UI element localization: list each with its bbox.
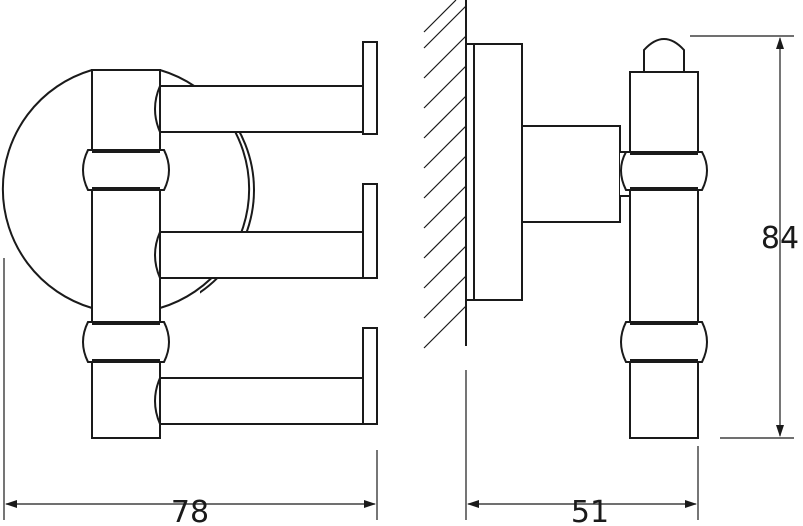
side-connector <box>521 125 621 223</box>
dim-label-height: 84 <box>761 221 799 256</box>
front-post <box>82 69 170 439</box>
dim-label-width: 78 <box>171 495 209 526</box>
dim-label-depth: 51 <box>571 495 609 526</box>
front-hook-bottom <box>157 327 378 425</box>
wall-hatching <box>423 0 467 349</box>
front-view: 78 <box>1 41 378 526</box>
front-hook-top <box>157 41 378 135</box>
front-hook-middle <box>157 183 378 279</box>
side-post <box>620 38 708 439</box>
side-view: 51 84 <box>423 0 799 526</box>
